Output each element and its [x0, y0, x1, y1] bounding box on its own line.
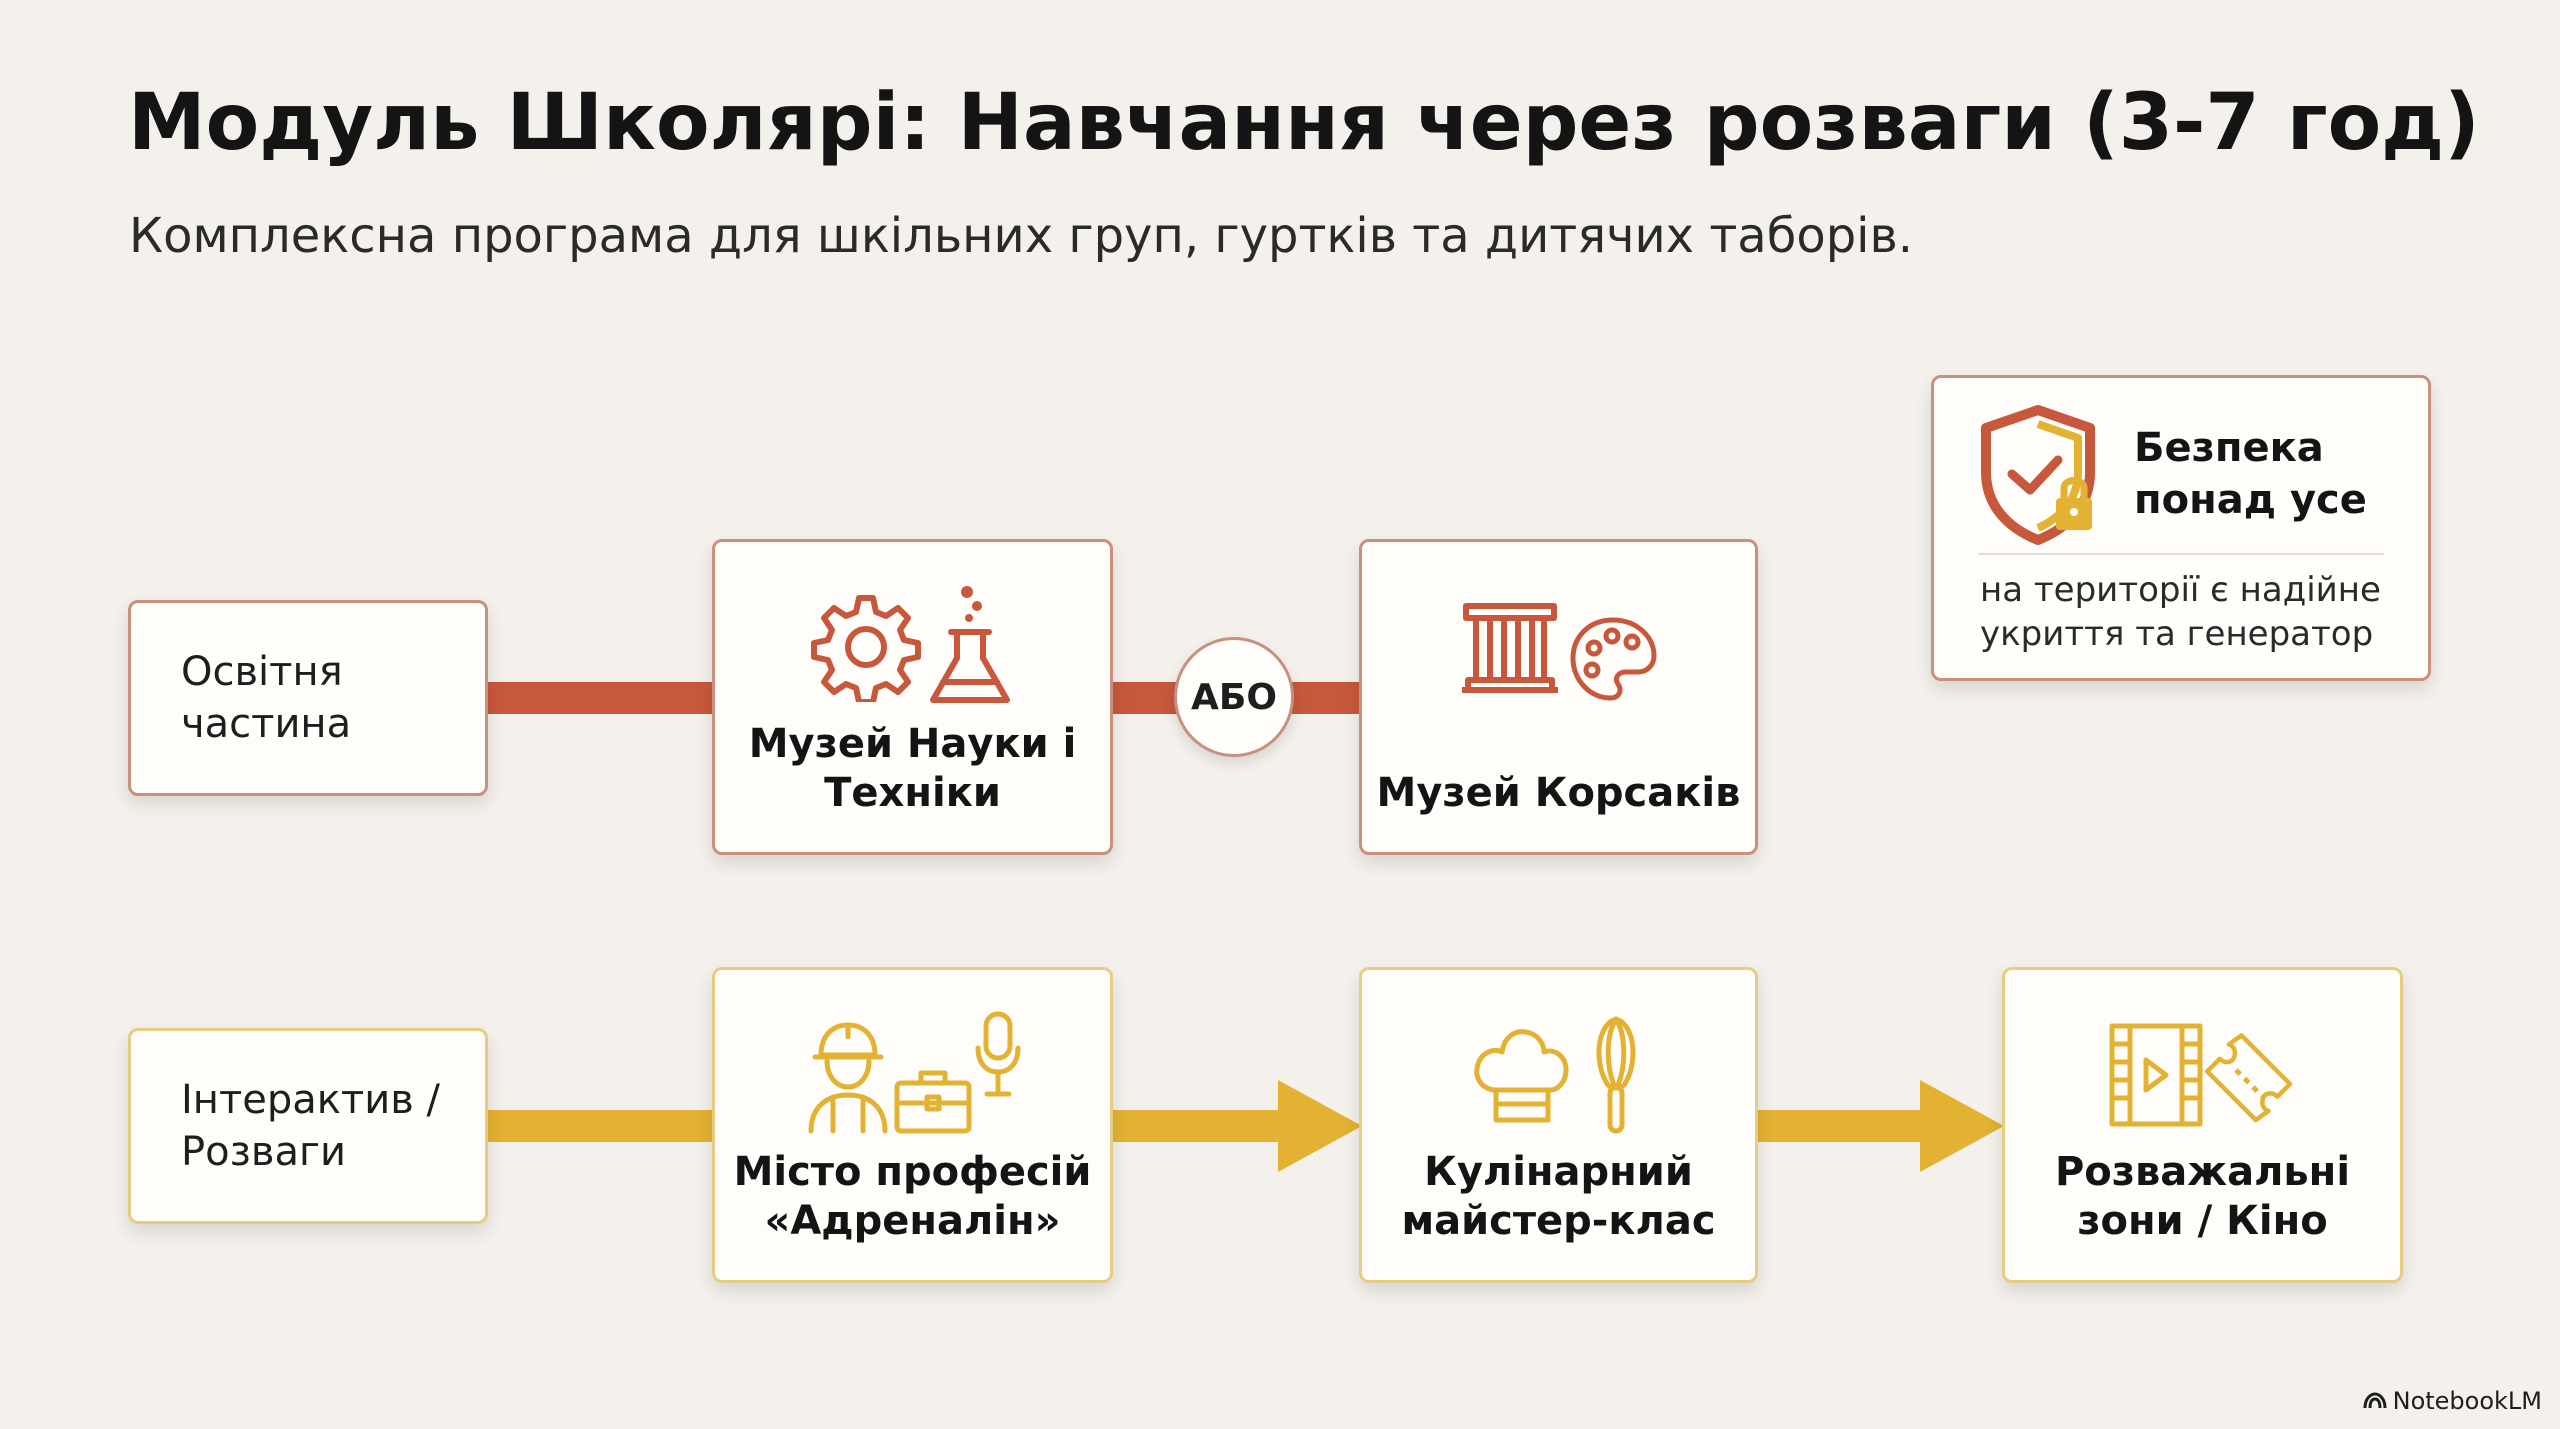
safety-divider	[1978, 553, 2384, 555]
arrow-row2-1	[1110, 1080, 1362, 1172]
gear-icon	[810, 595, 921, 702]
flask-icon	[929, 586, 1010, 703]
connector-row1-1	[486, 682, 716, 714]
or-separator: АБО	[1174, 637, 1294, 757]
row1-label: Освітня частина	[181, 649, 352, 747]
card-entertainment-icons	[2005, 1000, 2400, 1150]
row2-label-box: Інтерактив / Розваги	[128, 1028, 488, 1224]
card-profession-city-text: Місто професій «Адреналін»	[733, 1149, 1092, 1244]
card-profession-city-icons	[715, 1000, 1110, 1150]
brand-name: NotebookLM	[2392, 1387, 2542, 1415]
card-culinary: Кулінарний майстер-клас	[1359, 967, 1758, 1283]
card-culinary-text: Кулінарний майстер-клас	[1401, 1149, 1716, 1244]
card-science-museum: Музей Науки і Техніки	[712, 539, 1113, 855]
microphone-icon	[975, 1011, 1020, 1097]
chef-hat-icon	[1473, 1029, 1568, 1123]
card-culinary-icons	[1362, 1000, 1755, 1150]
card-korsak-museum-text: Музей Корсаків	[1376, 770, 1741, 816]
card-entertainment: Розважальні зони / Кіно	[2002, 967, 2403, 1283]
safety-callout: Безпека понад усе на території є надійне…	[1931, 375, 2431, 681]
safety-heading: Безпека понад усе	[2134, 425, 2367, 523]
shield-lock-icon	[1981, 405, 2095, 545]
card-korsak-museum-icons	[1362, 572, 1755, 722]
card-science-museum-icons	[715, 572, 1110, 722]
toolbox-icon	[894, 1070, 971, 1134]
safety-note: на території є надійне укриття та генера…	[1980, 570, 2381, 654]
film-icon	[2109, 1023, 2202, 1127]
whisk-icon	[1596, 1016, 1635, 1134]
card-science-museum-text: Музей Науки і Техніки	[748, 721, 1077, 816]
card-korsak-museum: Музей Корсаків	[1359, 539, 1758, 855]
palette-icon	[1569, 617, 1657, 701]
row1-label-box: Освітня частина	[128, 600, 488, 796]
page-title: Модуль Школярі: Навчання через розваги (…	[128, 78, 2480, 168]
notebooklm-logo-icon	[2363, 1392, 2387, 1409]
card-profession-city: Місто професій «Адреналін»	[712, 967, 1113, 1283]
connector-row2-1	[486, 1110, 716, 1142]
row2-label: Інтерактив / Розваги	[181, 1077, 440, 1175]
brand-watermark: NotebookLM	[2363, 1387, 2542, 1415]
arrow-row2-2	[1754, 1080, 2004, 1172]
card-entertainment-text: Розважальні зони / Кіно	[2054, 1149, 2351, 1244]
page-subtitle: Комплексна програма для шкільних груп, г…	[129, 208, 1914, 264]
worker-icon	[808, 1022, 887, 1134]
column-icon	[1461, 603, 1558, 693]
ticket-icon	[2204, 1033, 2292, 1123]
